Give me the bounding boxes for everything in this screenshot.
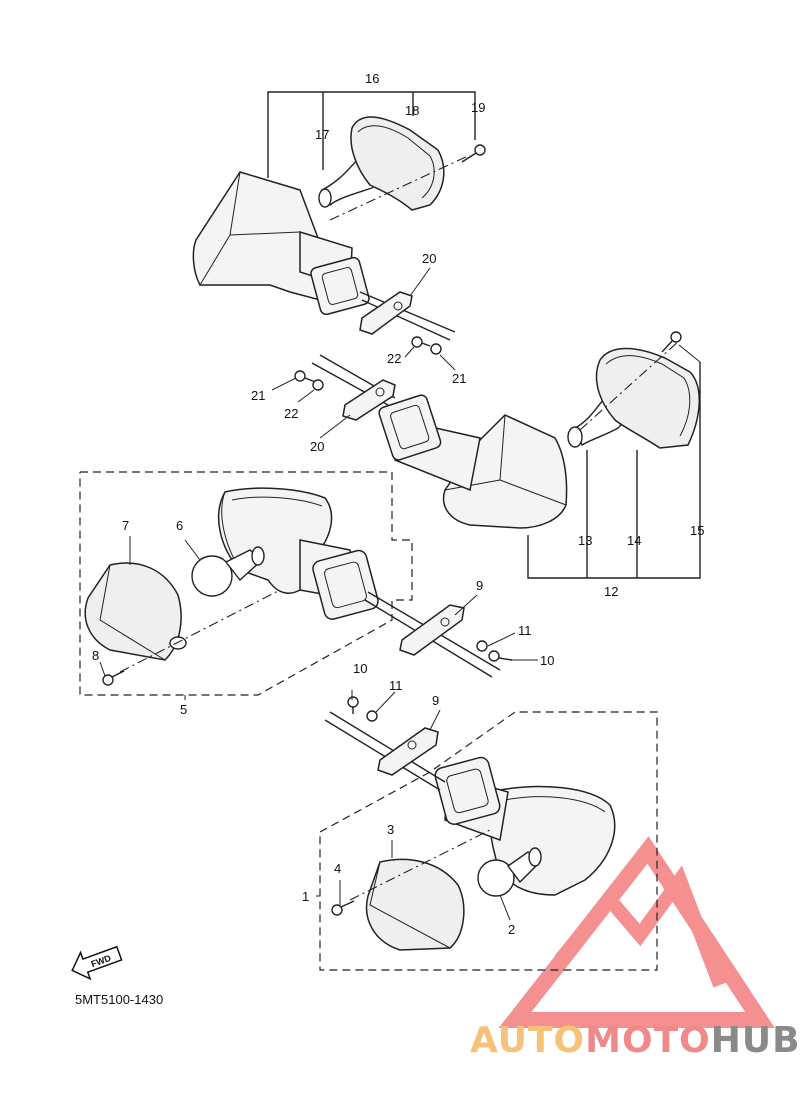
- part-number: 14: [627, 533, 641, 548]
- part-number: 12: [604, 584, 618, 599]
- watermark-moto: MOTO: [585, 1020, 711, 1061]
- part-number: 10: [540, 653, 554, 668]
- part-number: 13: [578, 533, 592, 548]
- part-number: 22: [387, 351, 401, 366]
- part-number: 9: [432, 693, 439, 708]
- drawing-code: 5MT5100-1430: [75, 992, 163, 1007]
- screw-icon: [661, 331, 682, 353]
- right-turn-signal-assembly: [294, 331, 701, 579]
- part-number: 20: [422, 251, 436, 266]
- part-number: 17: [315, 127, 329, 142]
- screw-icon: [331, 900, 355, 916]
- watermark-hub: HUB: [711, 1020, 800, 1061]
- part-number-labels: 16 17 18 19 20 22 21 21 22 20 13 14 15 1…: [92, 71, 704, 937]
- part-number: 5: [180, 702, 187, 717]
- leader-lines: [99, 267, 538, 921]
- bottom-turn-signal-assembly: [319, 696, 658, 971]
- part-number: 9: [476, 578, 483, 593]
- screw-icon: [347, 696, 359, 714]
- part-number: 15: [690, 523, 704, 538]
- screw-icon: [102, 670, 125, 686]
- screw-icon: [421, 342, 442, 355]
- part-number: 11: [518, 623, 532, 638]
- forward-arrow-icon: FWD: [71, 945, 123, 981]
- part-number: 16: [365, 71, 379, 86]
- part-number: 10: [353, 661, 367, 676]
- part-number: 22: [284, 406, 298, 421]
- part-number: 2: [508, 922, 515, 937]
- part-number: 4: [334, 861, 341, 876]
- part-number: 8: [92, 648, 99, 663]
- part-number: 19: [471, 100, 485, 115]
- automotohub-watermark: AUTOMOTOHUB: [470, 1020, 800, 1061]
- part-number: 7: [122, 518, 129, 533]
- screw-icon: [488, 650, 513, 662]
- part-number: 21: [452, 371, 466, 386]
- part-number: 21: [251, 388, 265, 403]
- part-number: 11: [389, 678, 403, 693]
- part-number: 3: [387, 822, 394, 837]
- part-number: 6: [176, 518, 183, 533]
- left-turn-signal-assembly: [79, 471, 513, 696]
- part-number: 1: [302, 889, 309, 904]
- automotohub-logo: [498, 836, 775, 1028]
- watermark-auto: AUTO: [470, 1020, 585, 1061]
- part-number: 18: [405, 103, 419, 118]
- part-number: 20: [310, 439, 324, 454]
- screw-icon: [461, 144, 486, 163]
- top-turn-signal-assembly: [192, 91, 486, 355]
